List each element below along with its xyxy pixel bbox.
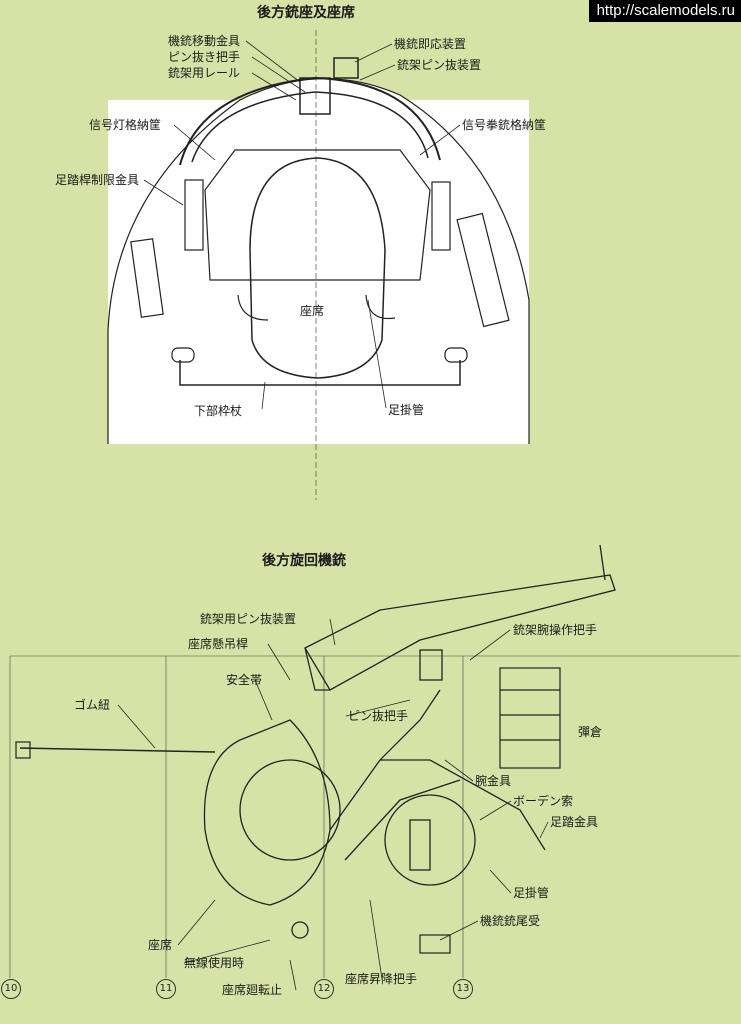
label-seat-lift-handle: 座席昇降把手 [345, 972, 418, 986]
seat-frame [204, 149, 431, 281]
gun-tail-rest-shape [419, 934, 451, 954]
label-gun-tail-rest: 機銃銃尾受 [480, 914, 541, 928]
machine-gun-shape [304, 544, 616, 691]
label-mount-pin-device-bottom: 銃架用ピン抜装置 [200, 612, 297, 626]
label-seat-top: 座席 [300, 304, 325, 318]
arm-linkage-shape [329, 689, 546, 861]
gun-lock-device-shape [333, 57, 359, 79]
label-rubber-cord: ゴム紐 [74, 698, 111, 712]
label-arm-fitting: 腕金具 [475, 774, 512, 788]
gun-move-fitting-shape [299, 77, 331, 115]
label-bowden-cable: ボーデン索 [513, 794, 574, 808]
magazine-shape [499, 667, 561, 769]
label-signal-lamp-box: 信号灯格納筐 [89, 118, 162, 132]
label-safety-belt: 安全帯 [226, 673, 263, 687]
bottom-reference-lines [9, 655, 740, 978]
frame-number-10: 10 [1, 979, 21, 999]
label-mount-pin-device: 銃架ピン抜装置 [397, 58, 482, 72]
bottom-section-title: 後方旋回機銃 [262, 553, 346, 569]
frame-number-12: 12 [314, 979, 334, 999]
label-pin-handle: ピン抜把手 [348, 709, 409, 723]
label-pin-pull-handle: ピン抜き把手 [168, 50, 241, 64]
foot-tube-left [237, 294, 269, 321]
label-lower-frame: 下部枠杖 [194, 404, 243, 418]
left-foot-roller [171, 347, 195, 363]
top-leader-lines [143, 40, 461, 410]
lower-frame-shape [179, 360, 461, 386]
seat-shape [249, 157, 386, 379]
signal-lamp-box-shape [130, 238, 164, 318]
right-foot-roller [444, 347, 468, 363]
top-section-title: 後方銃座及座席 [257, 5, 355, 21]
left-side-frame [184, 179, 204, 251]
label-magazine: 彈倉 [578, 725, 603, 739]
frame-number-11: 11 [156, 979, 176, 999]
watermark: http://scalemodels.ru [588, 0, 741, 22]
label-seat-hanger: 座席懸吊桿 [188, 637, 249, 651]
side-seat-shape [203, 719, 476, 939]
label-radio-use: 無線使用時 [184, 956, 245, 970]
gun-rail-inner-arc [191, 91, 429, 163]
label-footrest-fitting: 足踏金具 [550, 815, 599, 829]
label-foot-tube-top: 足掛管 [388, 403, 425, 417]
label-gun-rail: 銃架用レール [168, 66, 241, 80]
label-seat-rotation-stop: 座席廻転止 [222, 983, 283, 997]
rubber-cord-hook [15, 741, 31, 759]
frame-number-13: 13 [453, 979, 473, 999]
rubber-cord-shape [19, 747, 216, 753]
label-footrest-limit-fitting: 足踏桿制限金具 [55, 173, 140, 187]
label-seat-bottom: 座席 [148, 938, 173, 952]
bottom-leader-lines [117, 618, 549, 991]
label-gun-move-fitting: 機銃移動金具 [168, 34, 241, 48]
label-mount-arm-handle: 銃架腕操作把手 [513, 623, 598, 637]
label-gun-lock-device: 機銃即応装置 [394, 37, 467, 51]
label-foot-tube-bottom: 足掛管 [513, 886, 550, 900]
right-side-frame [431, 181, 451, 251]
signal-pistol-box-shape [456, 212, 510, 328]
foot-tube-right [365, 294, 396, 320]
label-signal-pistol-box: 信号拳銃格納筐 [462, 118, 547, 132]
